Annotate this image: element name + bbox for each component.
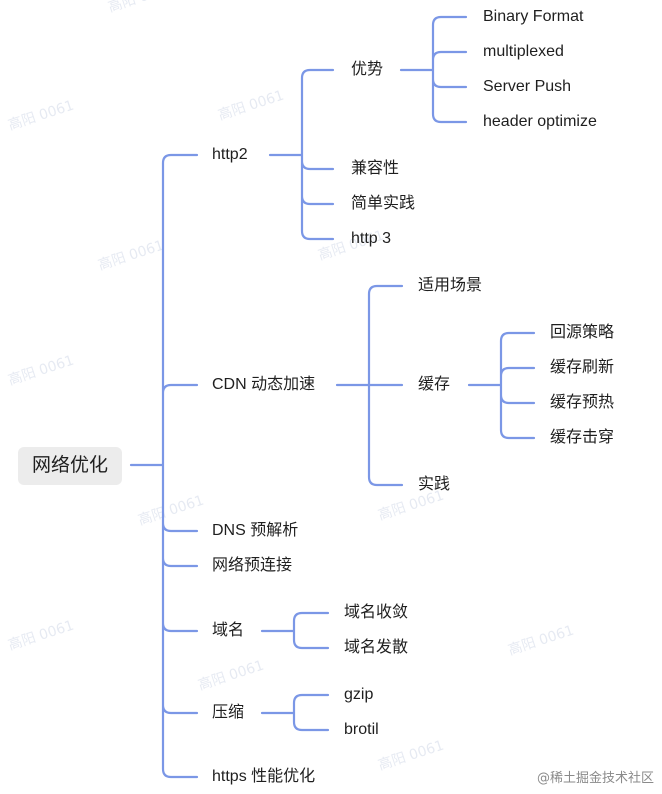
node-domain: 域名 xyxy=(212,622,245,639)
site-credit: @稀土掘金技术社区 xyxy=(536,771,654,786)
root-connector xyxy=(129,153,199,779)
root-node-network-optimization: 网络优化 xyxy=(18,447,123,485)
node-preconnect: 网络预连接 xyxy=(212,557,293,574)
http2-connector xyxy=(268,68,335,241)
node-http3: http 3 xyxy=(351,230,392,247)
node-cache-refresh: 缓存刷新 xyxy=(550,359,615,376)
node-compression: 压缩 xyxy=(212,704,245,721)
node-server-push: Server Push xyxy=(483,78,572,95)
node-header-optimize: header optimize xyxy=(483,113,597,130)
node-domain-sharding: 域名发散 xyxy=(344,639,409,656)
domain-connector xyxy=(260,611,330,650)
node-domain-convergence: 域名收敛 xyxy=(344,604,409,621)
node-cdn-practice: 实践 xyxy=(418,476,451,493)
node-use-cases: 适用场景 xyxy=(418,277,483,294)
node-https-performance: https 性能优化 xyxy=(212,768,316,785)
advantages-connector xyxy=(399,15,468,124)
cdn-connector xyxy=(335,284,404,487)
node-origin-strategy: 回源策略 xyxy=(550,324,615,341)
node-simple-practice: 简单实践 xyxy=(351,195,416,212)
node-gzip: gzip xyxy=(344,686,374,703)
node-advantages: 优势 xyxy=(351,61,384,78)
node-cdn-dynamic-acceleration: CDN 动态加速 xyxy=(212,376,316,393)
node-multiplexed: multiplexed xyxy=(483,43,564,60)
node-compatibility: 兼容性 xyxy=(351,160,400,177)
node-cache-breakdown: 缓存击穿 xyxy=(550,429,615,446)
cache-connector xyxy=(467,331,536,440)
node-dns-prefetch: DNS 预解析 xyxy=(212,522,299,539)
node-cache-warmup: 缓存预热 xyxy=(550,394,615,411)
node-binary-format: Binary Format xyxy=(483,8,584,25)
node-brotil: brotil xyxy=(344,721,379,738)
compression-connector xyxy=(260,693,330,732)
node-http2: http2 xyxy=(212,146,248,163)
node-cache: 缓存 xyxy=(418,376,451,393)
